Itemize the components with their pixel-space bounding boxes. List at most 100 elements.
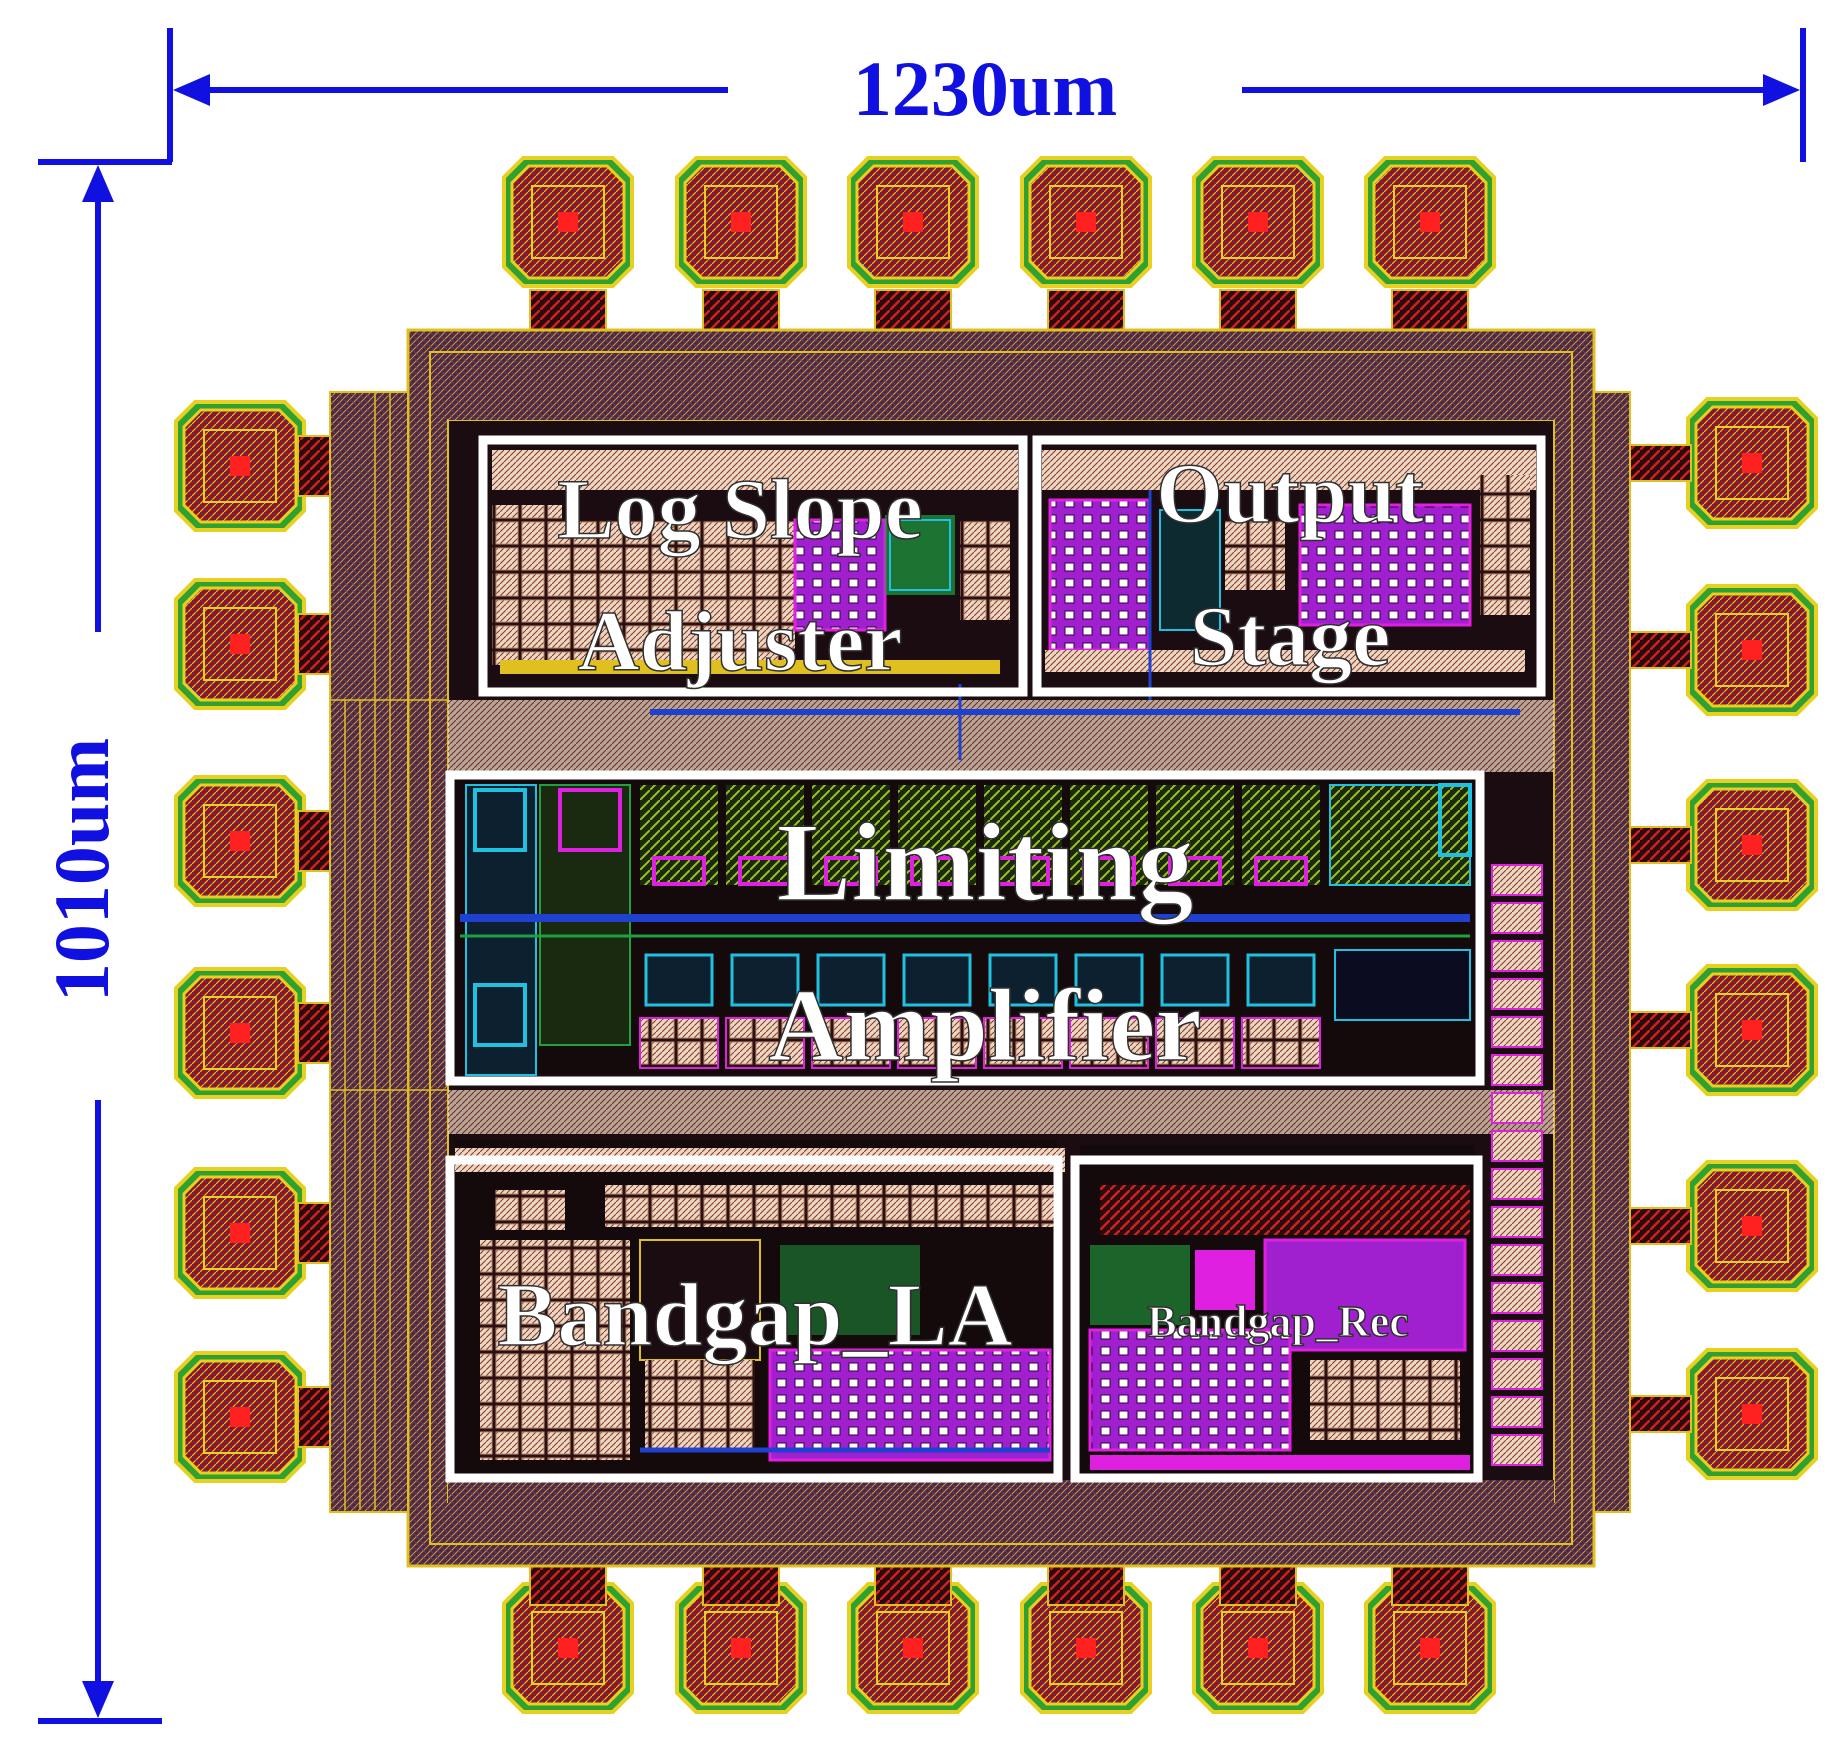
bond-pad-top-1 [502,156,634,288]
bond-pad-left-5 [174,1167,306,1299]
bond-pad-top-4 [1020,156,1152,288]
label-bandgap-la: Bandgap_LA [497,1266,1012,1365]
height-label: 1010um [38,738,125,1002]
bond-pad-left-6 [174,1351,306,1483]
bond-pads [174,156,1818,1714]
width-arrowhead-right [1763,74,1800,106]
pad-bridge-top-4 [1047,289,1125,336]
pad-bridge-right-3 [1624,826,1692,864]
bond-pad-top-5 [1192,156,1324,288]
right-cell [1491,1244,1543,1276]
log-slope-region [492,444,1018,684]
la-stage-bottom [1155,1017,1235,1069]
la-stage-bottom [725,1017,805,1069]
limiting-amplifier-region [455,778,1477,1076]
right-cell [1491,1168,1543,1200]
pad-bridge-right-6 [1624,1395,1692,1433]
right-cell [1491,864,1543,896]
right-cell [1491,1092,1543,1124]
la-stage-pin [1082,856,1136,886]
width-label: 1230um [853,45,1117,132]
width-arrowhead-left [173,74,210,106]
pad-bridge-right-5 [1624,1207,1692,1245]
output-stage-region [1042,444,1536,700]
box-limiting-amplifier [445,770,1485,1086]
pad-bridge-right-1 [1624,444,1692,482]
bond-pad-right-3 [1686,779,1818,911]
right-cell [1491,1016,1543,1048]
channel-mid2 [448,1090,1554,1134]
left-rail-lines [330,392,448,1510]
right-cell [1491,1054,1543,1086]
pad-bridge-top-3 [874,289,952,336]
right-cell-column [1491,864,1543,1466]
right-cell [1491,1358,1543,1390]
bond-pad-right-2 [1686,584,1818,716]
right-cell [1491,902,1543,934]
right-cell [1491,1396,1543,1428]
la-stage-bottom [811,1017,891,1069]
la-stage-pin [824,856,878,886]
bond-pad-left-3 [174,775,306,907]
label-limiting-line2: Amplifier [768,968,1201,1083]
pad-bridge-top-6 [1391,289,1469,336]
bond-pad-left-2 [174,578,306,710]
bond-pad-bottom-3 [847,1582,979,1714]
la-stage-bottom [1241,1017,1321,1069]
right-cell [1491,1206,1543,1238]
box-output-stage [1032,435,1546,697]
la-stage-mid [816,953,886,1007]
la-stage-bottom [639,1017,719,1069]
pad-bridge-right-2 [1624,631,1692,669]
right-cell [1491,940,1543,972]
label-output-line1: Output [1156,445,1424,541]
pad-bridge-top-5 [1219,289,1297,336]
bond-pad-bottom-6 [1364,1582,1496,1714]
pad-bridge-right-4 [1624,1011,1692,1049]
bond-pad-right-5 [1686,1160,1818,1292]
label-log-slope-line1: Log Slope [557,461,923,557]
la-stage-pin [996,856,1050,886]
right-rail [1593,391,1631,1513]
la-stage-bottom [897,1017,977,1069]
bond-pad-bottom-2 [675,1582,807,1714]
right-cell [1491,1434,1543,1466]
la-stage-bottom [1069,1017,1149,1069]
bond-pad-left-1 [174,400,306,532]
bond-pad-left-4 [174,967,306,1099]
bond-pad-top-2 [675,156,807,288]
pad-bridge-top-1 [529,289,607,336]
right-cell [1491,978,1543,1010]
la-stage-pin [910,856,964,886]
label-limiting-line1: Limiting [777,801,1194,925]
box-bandgap-rec [1070,1155,1483,1483]
right-cell [1491,1282,1543,1314]
la-stage-pin [652,856,706,886]
channel-bottom [448,1480,1554,1504]
la-stage-mid [1160,953,1230,1007]
label-log-slope-line2: Adjuster [578,593,903,689]
la-stage-pin [738,856,792,886]
label-bandgap-rec: Bandgap_Rec [1147,1297,1409,1346]
bond-pad-bottom-1 [502,1582,634,1714]
la-stage-pin [1254,856,1308,886]
left-rail [329,391,409,1513]
la-stage-pin [1168,856,1222,886]
box-log-slope [478,435,1028,697]
la-stage-mid [1074,953,1144,1007]
box-bandgap-la [445,1155,1063,1483]
la-stage-bottom [983,1017,1063,1069]
right-cell [1491,1130,1543,1162]
dimension-annotations [38,28,1806,1724]
bond-pad-top-3 [847,156,979,288]
right-cell [1491,1320,1543,1352]
la-stage-top [640,785,718,885]
channel-top [448,390,1554,420]
height-arrowhead-top [82,165,114,202]
block-labels: Log Slope Adjuster Output Stage Limiting… [497,444,1425,1366]
la-stage-mid [902,953,972,1007]
bandgap-rec-region [1080,1145,1475,1477]
la-stage-top [1242,785,1320,885]
label-output-line2: Stage [1190,588,1391,684]
